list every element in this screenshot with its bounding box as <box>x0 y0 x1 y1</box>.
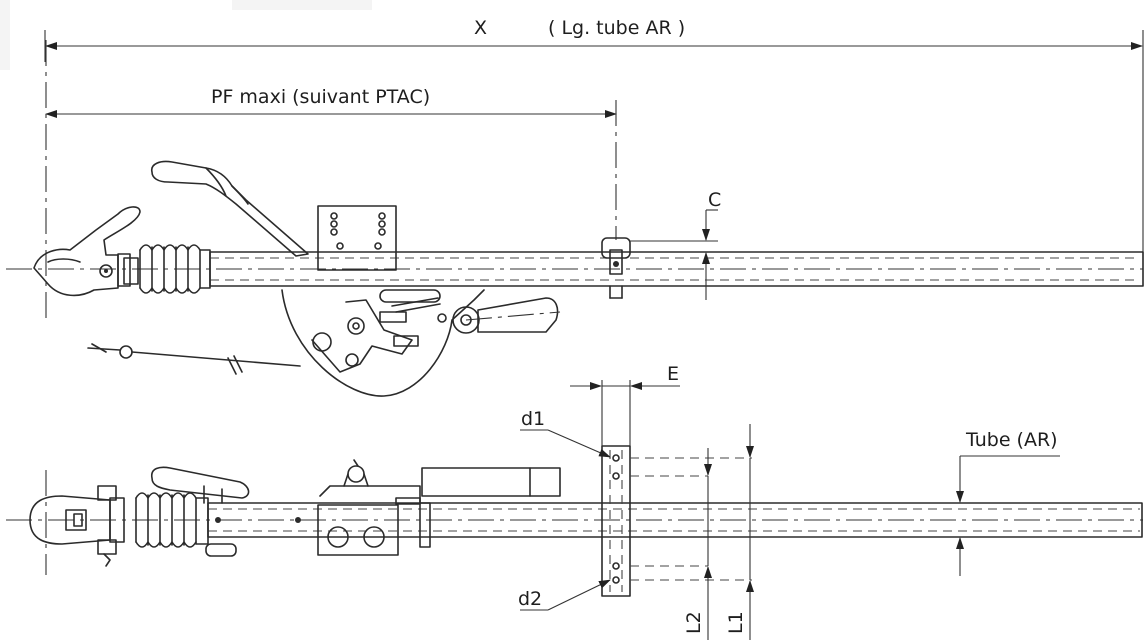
plate-top-view <box>317 502 431 556</box>
clamp-c <box>601 237 631 299</box>
top-view: E d1 d2 L2 L1 <box>6 363 1143 640</box>
axle-plate <box>601 445 752 597</box>
bellows <box>139 244 211 294</box>
dimension-e <box>570 380 680 446</box>
leader-d2 <box>520 579 611 611</box>
dimension-tube-ar <box>956 455 1060 576</box>
label-e: E <box>667 363 679 385</box>
dimension-pf-maxi <box>45 40 617 320</box>
label-x: X <box>474 17 487 39</box>
label-tube-ar: Tube (AR) <box>965 429 1058 451</box>
label-d1: d1 <box>521 408 545 430</box>
scan-edge-left <box>0 0 10 70</box>
breakaway-cable <box>87 343 301 375</box>
dimension-x <box>44 30 1144 260</box>
mechanism-top <box>319 459 561 505</box>
coupling-head <box>33 206 141 297</box>
handbrake-lever-top <box>150 466 301 523</box>
label-tube-length: ( Lg. tube AR ) <box>548 17 685 39</box>
coupling-head-top <box>29 485 125 567</box>
label-pf-maxi: PF maxi (suivant PTAC) <box>211 86 430 108</box>
handbrake-lever <box>150 160 309 257</box>
brake-housing <box>281 289 561 397</box>
label-c: C <box>708 189 721 211</box>
label-l2: L2 <box>683 611 705 634</box>
dimension-c <box>630 209 718 300</box>
mounting-plate <box>317 205 397 271</box>
label-d2: d2 <box>518 588 542 610</box>
leader-d1 <box>520 429 611 458</box>
label-l1: L1 <box>725 611 747 634</box>
side-view: C <box>6 160 1144 397</box>
bellows-top <box>135 492 237 557</box>
scan-edge-top <box>232 0 372 10</box>
